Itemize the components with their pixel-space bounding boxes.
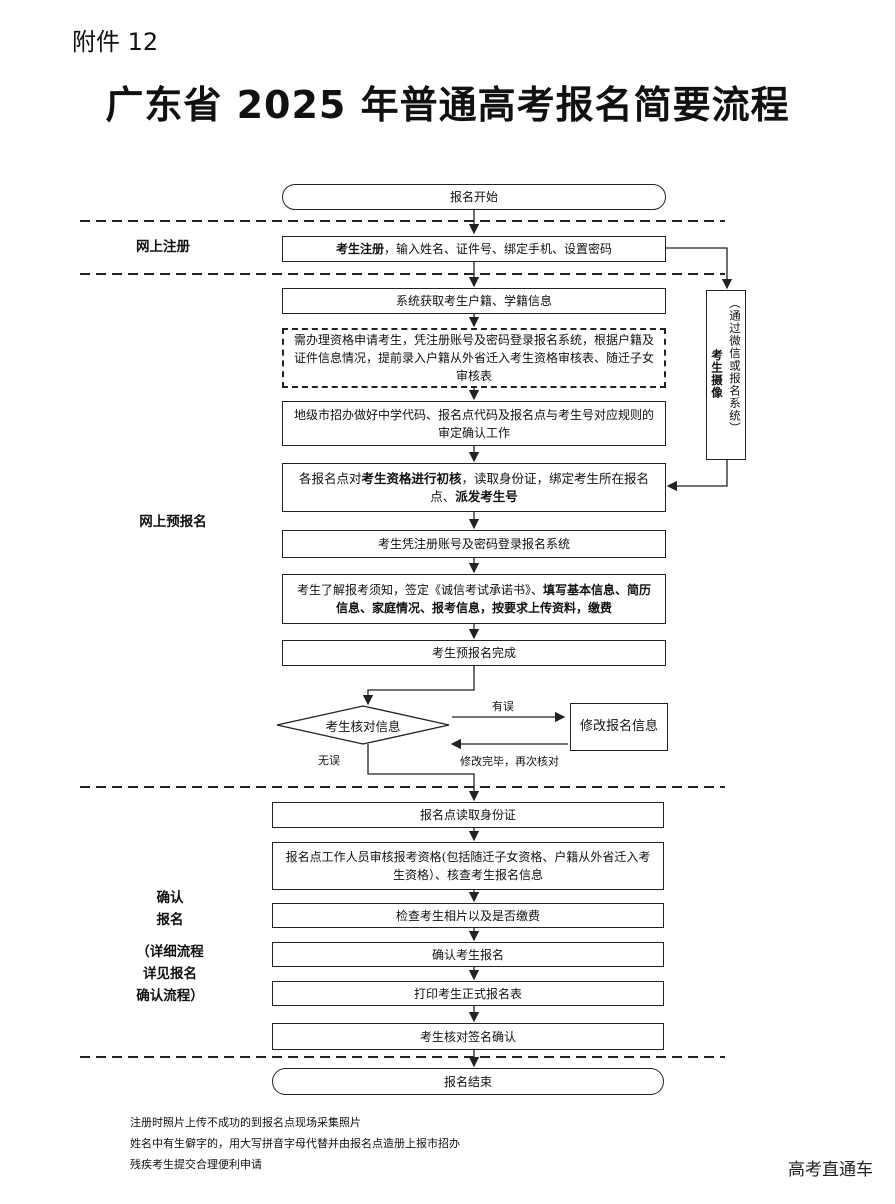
camera-side-box: （通过微信或报名系统） 考生摄像 bbox=[706, 290, 746, 460]
side-bracket-top: （ bbox=[728, 297, 742, 310]
step-staff-review: 报名点工作人员审核报考资格(包括随迁子女资格、户籍从外省迁入考生资格）、核查考生… bbox=[272, 842, 664, 890]
section-confirm: 确认 报名 （详细流程 详见报名 确认流程） bbox=[120, 887, 220, 1007]
section-confirm-line: （详细流程 bbox=[136, 944, 204, 960]
attachment-label: 附件 12 bbox=[72, 28, 159, 56]
step-confirm-reg: 确认考生报名 bbox=[272, 942, 664, 967]
section-online-prereg: 网上预报名 bbox=[139, 514, 207, 530]
step-register: 考生注册，输入姓名、证件号、绑定手机、设置密码 bbox=[282, 236, 666, 262]
initial-text-a: 各报名点对 bbox=[298, 470, 362, 486]
step-system-fetch: 系统获取考生户籍、学籍信息 bbox=[282, 288, 666, 314]
initial-text-b: 考生资格进行初核 bbox=[361, 470, 462, 486]
side-text: 通过微信或报名系统 bbox=[728, 309, 742, 423]
page-title: 广东省 2025 年普通高考报名简要流程 bbox=[105, 83, 790, 127]
section-confirm-line: 报名 bbox=[156, 912, 184, 928]
step-login: 考生凭注册账号及密码登录报名系统 bbox=[282, 530, 666, 558]
step-photo-fee: 检查考生相片以及是否缴费 bbox=[272, 903, 664, 928]
step-qualification: 需办理资格申请考生，凭注册账号及密码登录报名系统，根据户籍及证件信息情况，提前录… bbox=[282, 328, 666, 388]
note-line: 注册时照片上传不成功的到报名点现场采集照片 bbox=[130, 1116, 361, 1129]
step-fill-info: 考生了解报考须知，签定《诚信考试承诺书》、填写基本信息、简历信息、家庭情况、报考… bbox=[282, 574, 666, 624]
register-bold: 考生注册 bbox=[335, 242, 384, 256]
step-initial-check: 各报名点对考生资格进行初核，读取身份证，绑定考生所在报名点、派发考生号 bbox=[282, 463, 666, 512]
has-error-label: 有误 bbox=[492, 700, 514, 713]
initial-text-c: ，读取身份证，绑定考生所在报名点、 bbox=[430, 470, 650, 504]
step-read-id: 报名点读取身份证 bbox=[272, 802, 664, 828]
step-print: 打印考生正式报名表 bbox=[272, 981, 664, 1006]
section-confirm-line: 确认流程） bbox=[136, 988, 204, 1004]
section-confirm-line: 详见报名 bbox=[143, 966, 197, 982]
start-terminal: 报名开始 bbox=[282, 184, 666, 210]
side-box-text: （通过微信或报名系统） bbox=[727, 297, 743, 459]
watermark: 高考直通车 bbox=[788, 1160, 873, 1180]
no-error-label: 无误 bbox=[318, 754, 340, 767]
side-box-bold: 考生摄像 bbox=[710, 349, 724, 399]
fill-text-a: 考生了解报考须知，签定《诚信考试承诺书》、 bbox=[296, 583, 543, 597]
recheck-label: 修改完毕，再次核对 bbox=[460, 755, 559, 768]
step-modify: 修改报名信息 bbox=[570, 703, 668, 751]
step-city-office: 地级市招办做好中学代码、报名点代码及报名点与考生号对应规则的审定确认工作 bbox=[282, 401, 666, 446]
section-confirm-line bbox=[120, 931, 220, 941]
end-terminal: 报名结束 bbox=[272, 1068, 664, 1095]
side-bracket-bottom: ） bbox=[728, 422, 742, 435]
note-line: 残疾考生提交合理便利申请 bbox=[130, 1158, 262, 1171]
step-prereg-done: 考生预报名完成 bbox=[282, 640, 666, 666]
initial-text-d: 派发考生号 bbox=[455, 488, 518, 504]
fill-text-b: 填写基本信息、简历信息、家庭情况、报考信息，按要求上传资料，缴费 bbox=[335, 583, 652, 615]
section-online-register: 网上注册 bbox=[136, 239, 190, 255]
step-sign: 考生核对签名确认 bbox=[272, 1023, 664, 1050]
section-confirm-line: 确认 bbox=[156, 890, 184, 906]
register-text: ，输入姓名、证件号、绑定手机、设置密码 bbox=[384, 242, 613, 256]
verify-diamond: 考生核对信息 bbox=[325, 718, 401, 734]
note-line: 姓名中有生僻字的，用大写拼音字母代替并由报名点造册上报市招办 bbox=[130, 1137, 460, 1150]
